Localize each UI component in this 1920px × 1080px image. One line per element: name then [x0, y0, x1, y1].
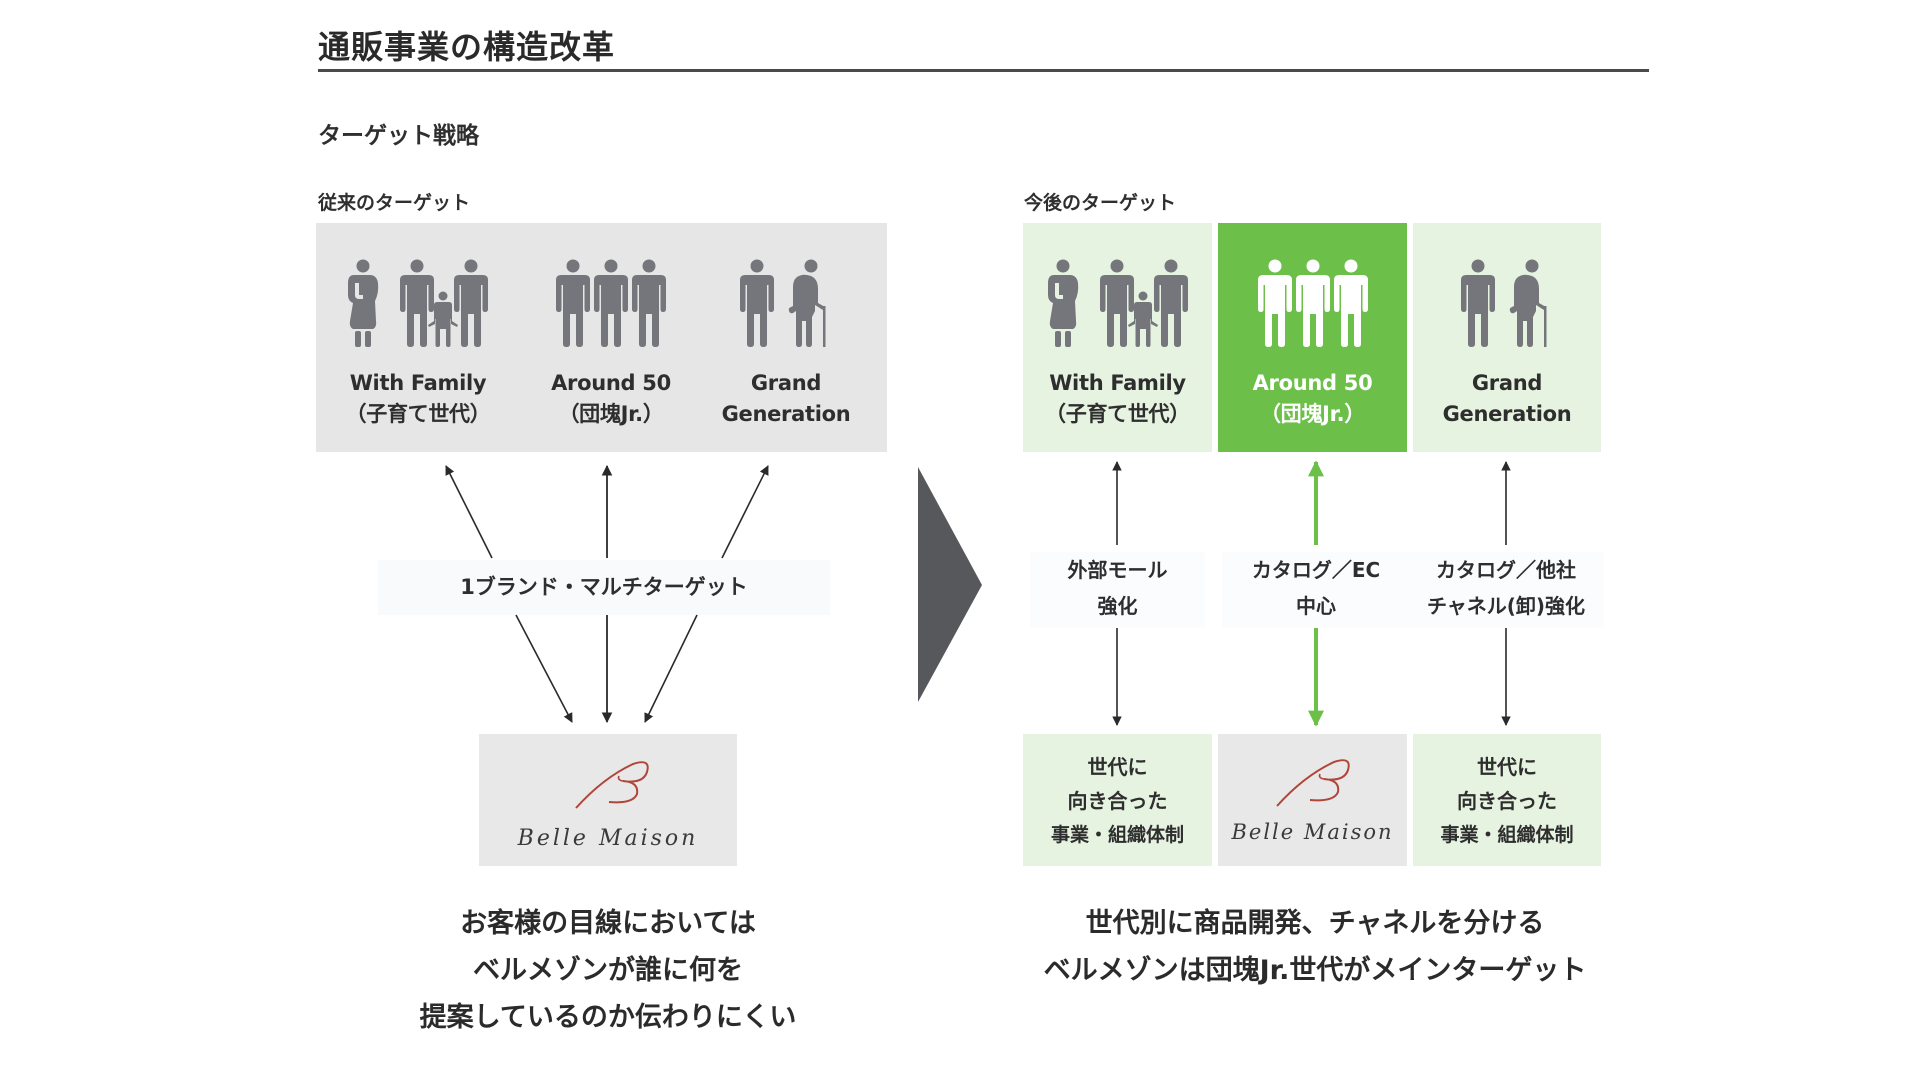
channel-line: カタログ／EC: [1251, 558, 1381, 582]
channel-label-catalog-ec: カタログ／EC 中心: [1222, 552, 1410, 628]
segment-name: Around 50: [1252, 371, 1373, 395]
arrow-from-brand-left: [515, 614, 573, 723]
after-org-structure-box-left: 世代に 向き合った 事業・組織体制: [1023, 734, 1212, 866]
family-icon: [1023, 259, 1212, 347]
segment-name: Grand: [750, 371, 822, 395]
caption-line: ベルメゾンが誰に何を: [473, 955, 743, 986]
segment-name: With Family: [1049, 371, 1186, 395]
belle-maison-logo-box: Belle Maison: [479, 734, 737, 866]
channel-line: 強化: [1097, 594, 1138, 618]
segment-name: With Family: [349, 371, 487, 395]
section-subtitle: ターゲット戦略: [318, 123, 479, 149]
after-segment-around-50-highlight: Around 50 （団塊Jr.）: [1218, 223, 1407, 452]
title-divider: [318, 69, 1649, 72]
channel-label-wholesale: カタログ／他社 チャネル(卸)強化: [1408, 552, 1604, 628]
after-segment-grand-generation: Grand Generation: [1413, 223, 1601, 452]
before-segment-grand-generation: Grand Generation: [696, 223, 876, 452]
org-line: 事業・組織体制: [1050, 824, 1184, 846]
channel-line: カタログ／他社: [1436, 558, 1576, 582]
before-caption: お客様の目線においては ベルメゾンが誰に何を 提案しているのか伝わりにくい: [318, 900, 898, 1041]
belle-maison-logo-box-after: Belle Maison: [1218, 734, 1407, 866]
belle-maison-b-logo-icon: [1276, 759, 1350, 807]
segment-sub: Generation: [1442, 402, 1572, 426]
after-org-structure-box-right: 世代に 向き合った 事業・組織体制: [1413, 734, 1601, 866]
caption-line: 世代別に商品開発、チャネルを分ける: [1085, 908, 1545, 939]
org-line: 世代に: [1477, 755, 1537, 779]
org-line: 向き合った: [1457, 789, 1557, 813]
chevron-right-icon: [918, 467, 982, 702]
caption-line: お客様の目線においては: [460, 908, 756, 939]
three-adults-icon: [1218, 259, 1407, 347]
caption-line: 提案しているのか伝わりにくい: [419, 1002, 797, 1033]
belle-maison-b-logo-icon: [575, 761, 649, 809]
segment-sub: （団塊Jr.）: [1259, 402, 1366, 426]
multi-target-label: 1ブランド・マルチターゲット: [378, 560, 830, 615]
brand-name: Belle Maison: [517, 826, 699, 851]
segment-sub: （子育て世代）: [345, 402, 491, 426]
segment-sub: Generation: [721, 402, 851, 426]
segment-name: Around 50: [551, 371, 671, 395]
arrow-to-with-family: [445, 465, 493, 559]
arrow-from-brand-right: [644, 614, 698, 723]
page-title: 通販事業の構造改革: [318, 28, 616, 66]
channel-line: 中心: [1296, 594, 1336, 618]
channel-line: 外部モール: [1067, 558, 1168, 582]
before-segments-panel: With Family （子育て世代） Around 50 （団塊Jr.） Gr…: [316, 223, 887, 452]
after-caption: 世代別に商品開発、チャネルを分ける ベルメゾンは団塊Jr.世代がメインターゲット: [1000, 900, 1630, 994]
caption-line: ベルメゾンは団塊Jr.世代がメインターゲット: [1043, 955, 1587, 986]
arrow-to-grand-generation: [721, 465, 769, 559]
channel-line: チャネル(卸)強化: [1426, 594, 1586, 618]
channel-label-external-mall: 外部モール 強化: [1030, 552, 1205, 628]
segment-name: Grand: [1471, 371, 1543, 395]
before-label: 従来のターゲット: [318, 192, 471, 214]
segment-sub: （子育て世代）: [1045, 402, 1190, 426]
org-line: 世代に: [1087, 755, 1148, 779]
org-line: 事業・組織体制: [1440, 824, 1574, 846]
org-line: 向き合った: [1067, 789, 1168, 813]
before-segment-with-family: With Family （子育て世代）: [328, 223, 508, 452]
elderly-icon: [1413, 259, 1601, 347]
after-segment-with-family: With Family （子育て世代）: [1023, 223, 1212, 452]
segment-sub: （団塊Jr.）: [558, 402, 664, 426]
before-segment-around-50: Around 50 （団塊Jr.）: [521, 223, 701, 452]
after-label: 今後のターゲット: [1024, 192, 1177, 214]
brand-name: Belle Maison: [1231, 820, 1394, 844]
